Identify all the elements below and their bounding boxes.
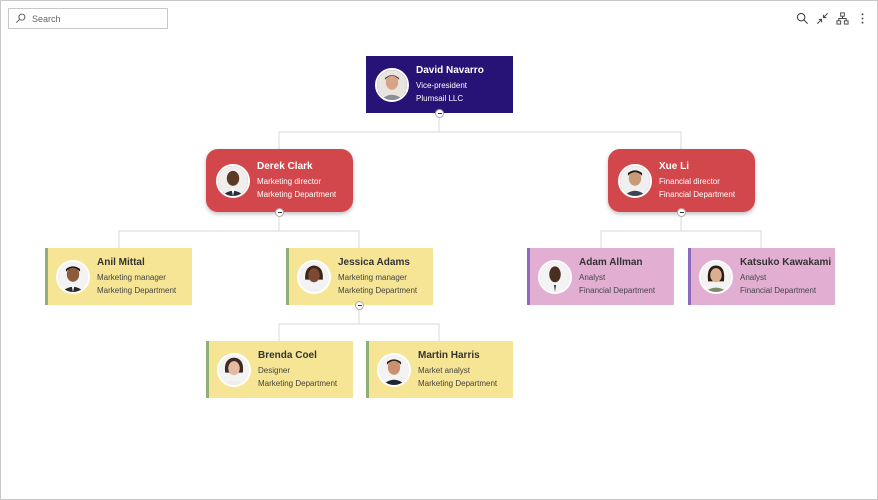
employee-department: Marketing Department: [257, 190, 337, 199]
org-node-martin-harris[interactable]: Martin Harris Market analyst Marketing D…: [366, 341, 513, 398]
employee-name: Martin Harris: [418, 350, 480, 361]
collapse-toggle-xue-li[interactable]: [677, 208, 686, 217]
org-node-derek-clark[interactable]: Derek Clark Marketing director Marketing…: [206, 149, 353, 212]
avatar: [618, 163, 652, 198]
employee-title: Marketing manager: [338, 273, 407, 282]
employee-department: Financial Department: [740, 286, 817, 295]
org-node-david-navarro[interactable]: David Navarro Vice-president Plumsail LL…: [366, 56, 513, 113]
avatar: [699, 259, 733, 294]
person-photo-icon: [377, 69, 407, 100]
employee-department: Marketing Department: [338, 286, 418, 295]
employee-name: Katsuko Kawakami: [740, 257, 832, 268]
collapse-toggle-derek-clark[interactable]: [275, 208, 284, 217]
collapse-all-button[interactable]: [815, 11, 829, 25]
search-icon: [796, 12, 808, 24]
avatar: [56, 259, 90, 294]
person-photo-icon: [379, 354, 409, 385]
avatar: [216, 163, 250, 198]
employee-title: Vice-president: [416, 81, 467, 90]
person-photo-icon: [620, 165, 650, 196]
employee-department: Marketing Department: [97, 286, 177, 295]
employee-title: Analyst: [740, 273, 767, 282]
collapse-toggle-jessica-adams[interactable]: [355, 301, 364, 310]
person-photo-icon: [540, 261, 570, 292]
employee-name: Adam Allman: [579, 257, 643, 268]
person-photo-icon: [219, 354, 249, 385]
employee-title: Marketing director: [257, 177, 322, 186]
layout-button[interactable]: [835, 11, 849, 25]
person-photo-icon: [58, 261, 88, 292]
collapse-toggle-root[interactable]: [435, 109, 444, 118]
employee-name: Xue Li: [659, 161, 690, 172]
employee-name: Derek Clark: [257, 161, 313, 172]
search-button[interactable]: [795, 11, 809, 25]
employee-name: David Navarro: [416, 65, 484, 76]
person-photo-icon: [701, 261, 731, 292]
more-vertical-icon: [861, 12, 863, 24]
avatar: [377, 352, 411, 387]
employee-department: Financial Department: [659, 190, 736, 199]
org-node-anil-mittal[interactable]: Anil Mittal Marketing manager Marketing …: [45, 248, 192, 305]
search-box[interactable]: [8, 8, 168, 29]
employee-name: Jessica Adams: [338, 257, 410, 268]
employee-title: Marketing manager: [97, 273, 166, 282]
org-chart-icon: [835, 11, 849, 25]
toolbar: [795, 11, 869, 25]
employee-department: Marketing Department: [258, 379, 338, 388]
org-node-adam-allman[interactable]: Adam Allman Analyst Financial Department: [527, 248, 674, 305]
employee-name: Anil Mittal: [97, 257, 145, 268]
avatar: [297, 259, 331, 294]
search-input[interactable]: [32, 13, 162, 24]
collapse-arrows-icon: [816, 12, 828, 24]
org-node-xue-li[interactable]: Xue Li Financial director Financial Depa…: [608, 149, 755, 212]
org-node-katsuko-kawakami[interactable]: Katsuko Kawakami Analyst Financial Depar…: [688, 248, 835, 305]
avatar: [217, 352, 251, 387]
person-photo-icon: [218, 165, 248, 196]
more-options-button[interactable]: [855, 11, 869, 25]
employee-title: Analyst: [579, 273, 606, 282]
employee-department: Plumsail LLC: [416, 94, 464, 103]
org-node-brenda-coel[interactable]: Brenda Coel Designer Marketing Departmen…: [206, 341, 353, 398]
person-photo-icon: [299, 261, 329, 292]
search-icon: [16, 13, 26, 23]
org-node-jessica-adams[interactable]: Jessica Adams Marketing manager Marketin…: [286, 248, 433, 305]
employee-department: Marketing Department: [418, 379, 498, 388]
employee-name: Brenda Coel: [258, 350, 317, 361]
employee-title: Market analyst: [418, 366, 471, 375]
employee-title: Financial director: [659, 177, 720, 186]
employee-department: Financial Department: [579, 286, 656, 295]
avatar: [375, 67, 409, 102]
avatar: [538, 259, 572, 294]
employee-title: Designer: [258, 366, 291, 375]
